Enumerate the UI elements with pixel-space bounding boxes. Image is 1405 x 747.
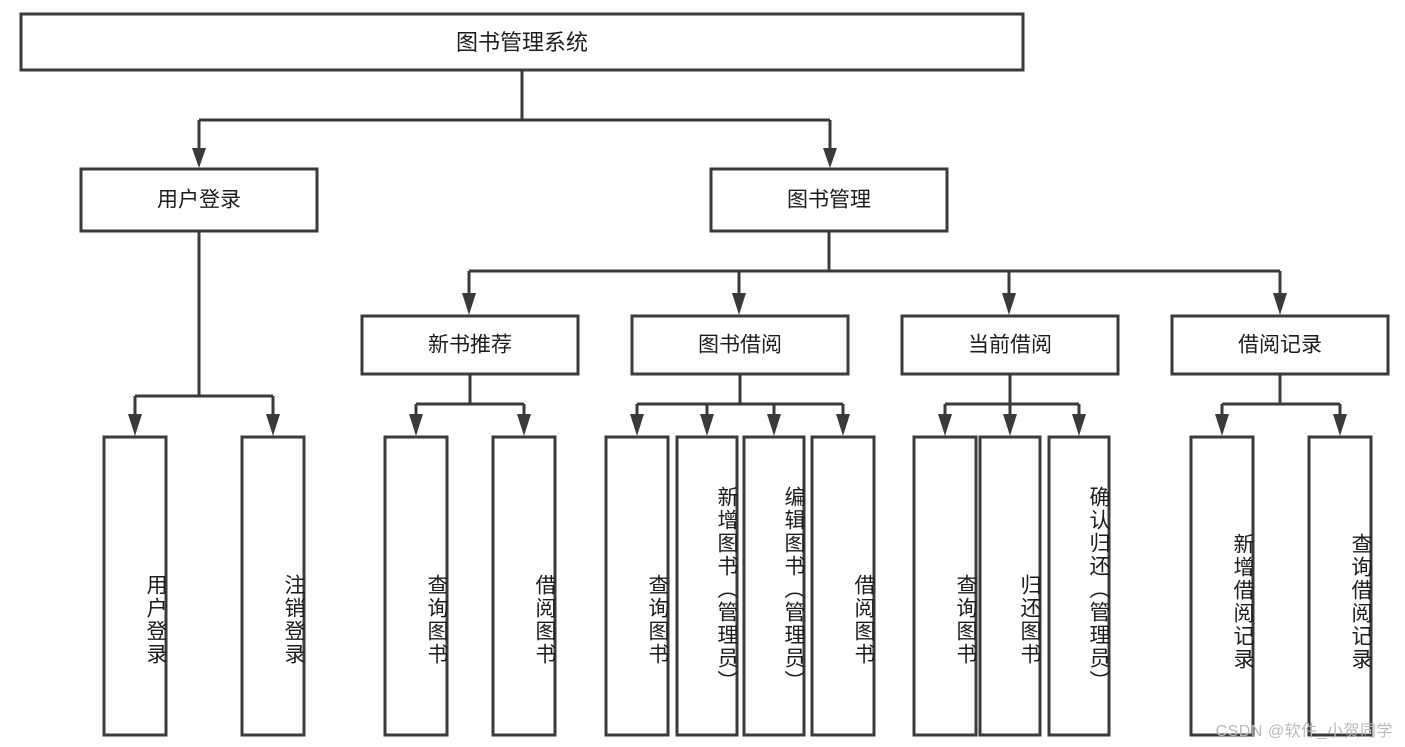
leaf-box-query-book-1[interactable] — [383, 435, 449, 737]
leaf-box-edit-book[interactable] — [742, 435, 806, 737]
node-root[interactable]: 图书管理系统 — [19, 12, 1025, 72]
leaf-box-borrow-book-1[interactable] — [491, 435, 557, 737]
connector-new-book-recommend-to-leaves — [409, 374, 531, 436]
connector-borrow-record-to-leaves — [1215, 374, 1347, 436]
leaf-box-query-record[interactable] — [1307, 435, 1373, 737]
arrow-head-icon — [409, 414, 423, 436]
connector-current-borrow-to-leaves — [938, 374, 1086, 436]
node-new-book-recommend[interactable]: 新书推荐 — [360, 314, 580, 376]
leaf-box-query-book-2[interactable] — [604, 435, 670, 737]
arrow-head-icon — [192, 148, 206, 168]
leaf-box-add-book[interactable] — [675, 435, 739, 737]
level2-label-book-management: 图书管理 — [787, 189, 871, 212]
level3-label-borrow-record: 借阅记录 — [1238, 334, 1322, 357]
connector-book-borrow-to-leaves — [630, 374, 850, 436]
connector-user-login-to-leaves — [128, 231, 280, 436]
node-current-borrow[interactable]: 当前借阅 — [900, 314, 1120, 376]
node-borrow-record[interactable]: 借阅记录 — [1170, 314, 1390, 376]
leaf-box-return-book[interactable] — [978, 435, 1042, 737]
arrow-head-icon — [1002, 293, 1016, 315]
watermark-text: CSDN @软件_小贺同学 — [1215, 723, 1393, 740]
arrow-head-icon — [630, 414, 644, 436]
level3-label-current-borrow: 当前借阅 — [968, 334, 1052, 357]
arrow-head-icon — [462, 293, 476, 315]
connector-root-to-level2 — [192, 70, 837, 168]
arrow-head-icon — [938, 414, 952, 436]
arrow-head-icon — [266, 414, 280, 436]
leaf-box-add-record[interactable] — [1189, 435, 1255, 737]
node-book-management[interactable]: 图书管理 — [709, 167, 949, 233]
leaf-box-user-login[interactable] — [102, 435, 168, 737]
arrow-head-icon — [128, 414, 142, 436]
arrow-head-icon — [767, 414, 781, 436]
level3-label-book-borrow: 图书借阅 — [698, 334, 782, 357]
node-user-login[interactable]: 用户登录 — [79, 167, 319, 233]
node-book-borrow[interactable]: 图书借阅 — [630, 314, 850, 376]
arrow-head-icon — [517, 414, 531, 436]
level3-box-current-borrow[interactable] — [900, 314, 1120, 376]
arrow-head-icon — [823, 148, 837, 168]
leaf-box-logout[interactable] — [240, 435, 306, 737]
arrow-head-icon — [1215, 414, 1229, 436]
level2-label-user-login: 用户登录 — [157, 189, 241, 212]
level3-box-new-book-recommend[interactable] — [360, 314, 580, 376]
leaf-box-borrow-book-2[interactable] — [810, 435, 876, 737]
leaf-box-query-book-3[interactable] — [912, 435, 978, 737]
arrow-head-icon — [732, 293, 746, 315]
arrow-head-icon — [700, 414, 714, 436]
connector-book-management-to-level3 — [462, 231, 1287, 315]
root-label: 图书管理系统 — [456, 30, 588, 55]
arrow-head-icon — [1333, 414, 1347, 436]
arrow-head-icon — [1273, 293, 1287, 315]
arrow-head-icon — [836, 414, 850, 436]
level2-box-user-login[interactable] — [79, 167, 319, 233]
arrow-head-icon — [1003, 414, 1017, 436]
root-box[interactable] — [19, 12, 1025, 72]
level3-label-new-book-recommend: 新书推荐 — [428, 334, 512, 357]
leaf-box-confirm-return[interactable] — [1047, 435, 1111, 737]
arrow-head-icon — [1072, 414, 1086, 436]
